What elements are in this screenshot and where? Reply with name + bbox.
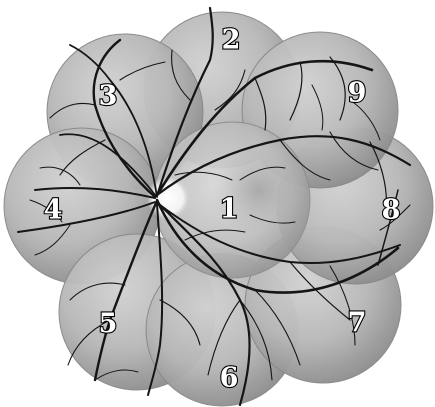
field-label-4: 4 [44, 195, 63, 226]
field-label-2: 2 [222, 25, 241, 56]
field-label-7: 7 [348, 308, 367, 339]
field-label-3: 3 [99, 81, 118, 112]
field-label-6: 6 [220, 363, 239, 394]
field-label-9: 9 [348, 78, 367, 109]
field-label-1: 1 [220, 194, 239, 225]
field-label-8: 8 [382, 195, 401, 226]
field-label-5: 5 [99, 309, 118, 340]
